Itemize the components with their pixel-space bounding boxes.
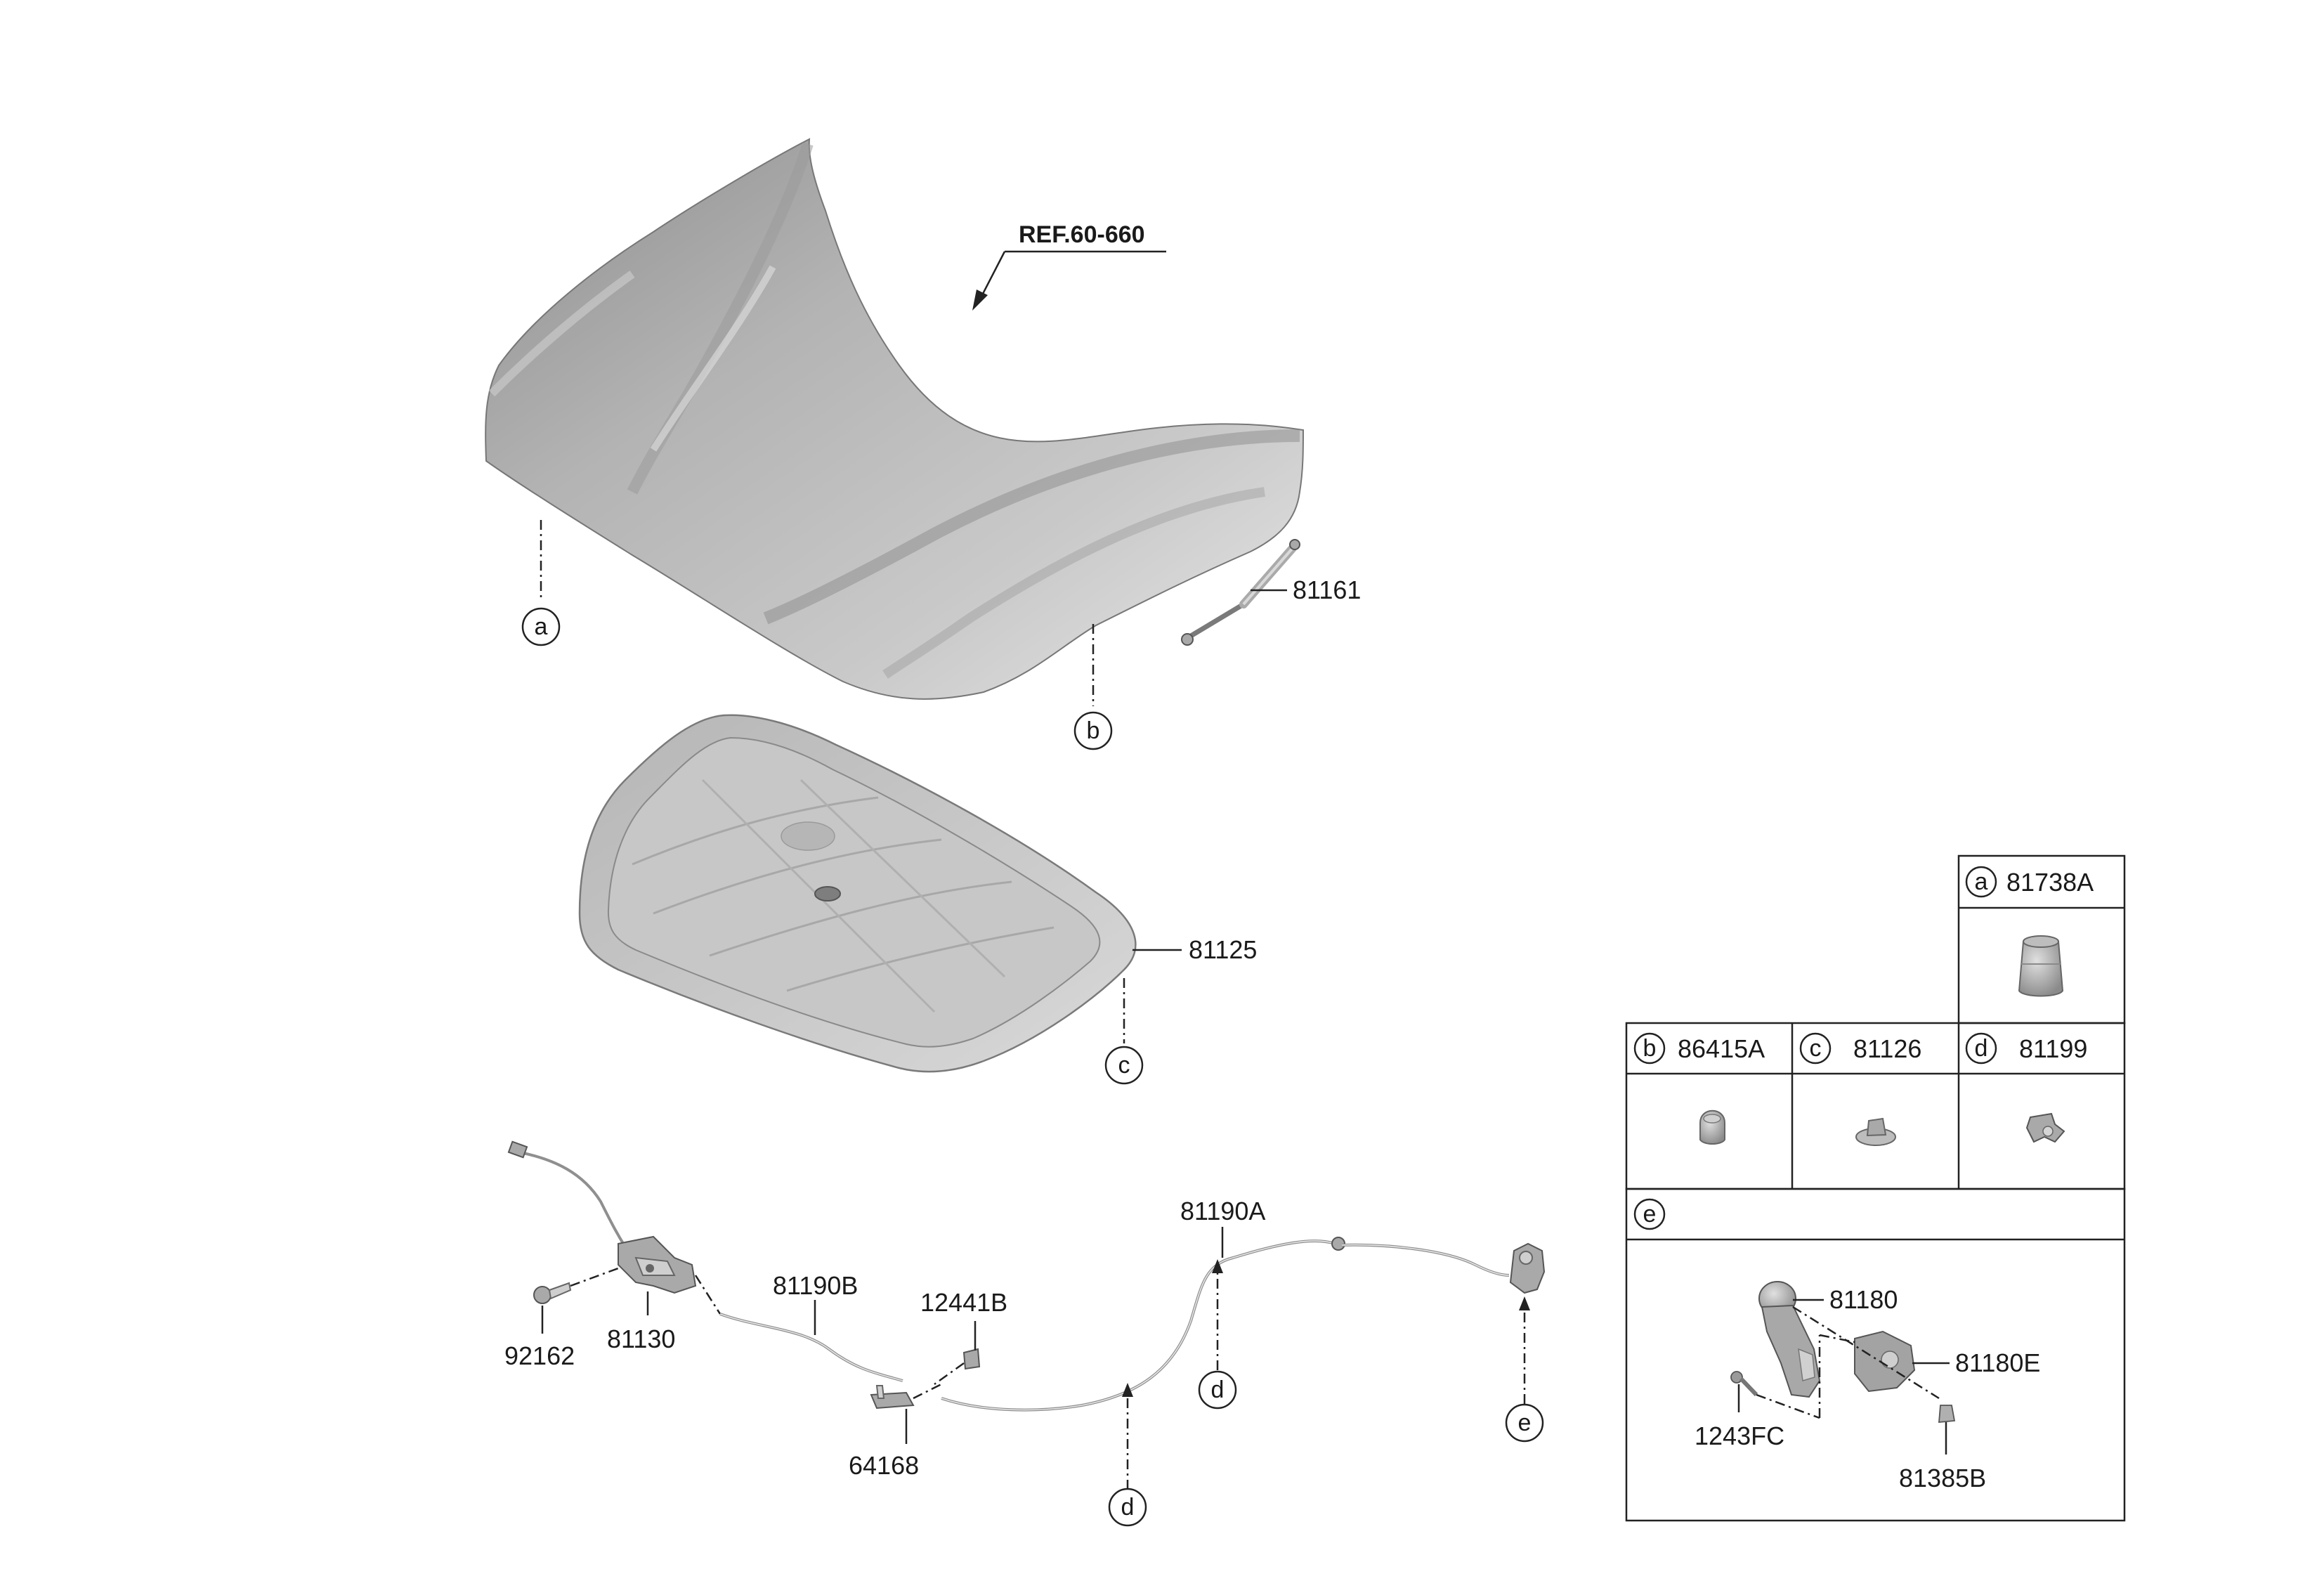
part-81130-label: 81130 <box>607 1325 675 1353</box>
legend-c-code: 81126 <box>1853 1034 1921 1063</box>
part-92162-label: 92162 <box>504 1341 575 1370</box>
push-clip-icon <box>1855 1117 1896 1146</box>
rubber-plug-icon <box>1699 1109 1725 1145</box>
legend-c-letter: c <box>1810 1035 1822 1062</box>
hood-latch <box>618 1235 697 1294</box>
legend-d-letter: d <box>1975 1035 1988 1062</box>
marker-a-label: a <box>535 613 548 640</box>
part-12441B-label: 12441B <box>920 1288 1007 1317</box>
release-handle-assembly <box>1730 1281 1956 1423</box>
hood-insulator-pad: 81125 c <box>578 714 1257 1085</box>
part-64168-label: 64168 <box>849 1451 919 1480</box>
legend-a-letter: a <box>1975 868 1988 895</box>
marker-d-upper-label: d <box>1211 1377 1225 1403</box>
legend-b-letter: b <box>1643 1035 1657 1062</box>
cable-clip-icon <box>2025 1112 2065 1143</box>
ref-label: REF.60-660 <box>1019 221 1145 248</box>
release-cable-assembly: 92162 81130 81190B 12441B 64168 <box>504 1140 1546 1527</box>
part-81161-label: 81161 <box>1293 575 1361 604</box>
part-81180-label: 81180 <box>1829 1285 1898 1314</box>
marker-c-label: c <box>1118 1052 1130 1079</box>
parts-legend-table: a 81738A b 86415A c 81126 d 81199 e <box>1625 854 2126 1522</box>
marker-b-label: b <box>1087 717 1100 744</box>
cable-clip <box>934 1321 981 1386</box>
marker-d-lower-label: d <box>1121 1494 1135 1521</box>
marker-e-label: e <box>1518 1410 1532 1436</box>
legend-a-code: 81738A <box>2006 868 2094 897</box>
part-1243FC-label: 1243FC <box>1695 1421 1784 1450</box>
part-81385B-label: 81385B <box>1899 1464 1986 1492</box>
bumper-stop-icon <box>2018 935 2064 997</box>
cable-bracket <box>870 1383 942 1444</box>
part-81190A-label: 81190A <box>1180 1197 1265 1225</box>
part-81190B-label: 81190B <box>773 1271 858 1300</box>
hood-marker-a: a <box>521 520 561 646</box>
legend-e-letter: e <box>1643 1201 1657 1228</box>
gas-strut: 81161 <box>1181 539 1361 646</box>
part-81180E-label: 81180E <box>1955 1348 2040 1377</box>
ref-callout: REF.60-660 <box>972 221 1166 311</box>
hood-marker-b: b <box>1073 624 1113 750</box>
part-81125-label: 81125 <box>1189 935 1257 964</box>
hood-panel <box>485 138 1305 700</box>
legend-b-code: 86415A <box>1678 1034 1765 1063</box>
legend-d-code: 81199 <box>2019 1034 2087 1063</box>
release-handle <box>1509 1242 1546 1294</box>
latch-bolt <box>533 1267 619 1304</box>
